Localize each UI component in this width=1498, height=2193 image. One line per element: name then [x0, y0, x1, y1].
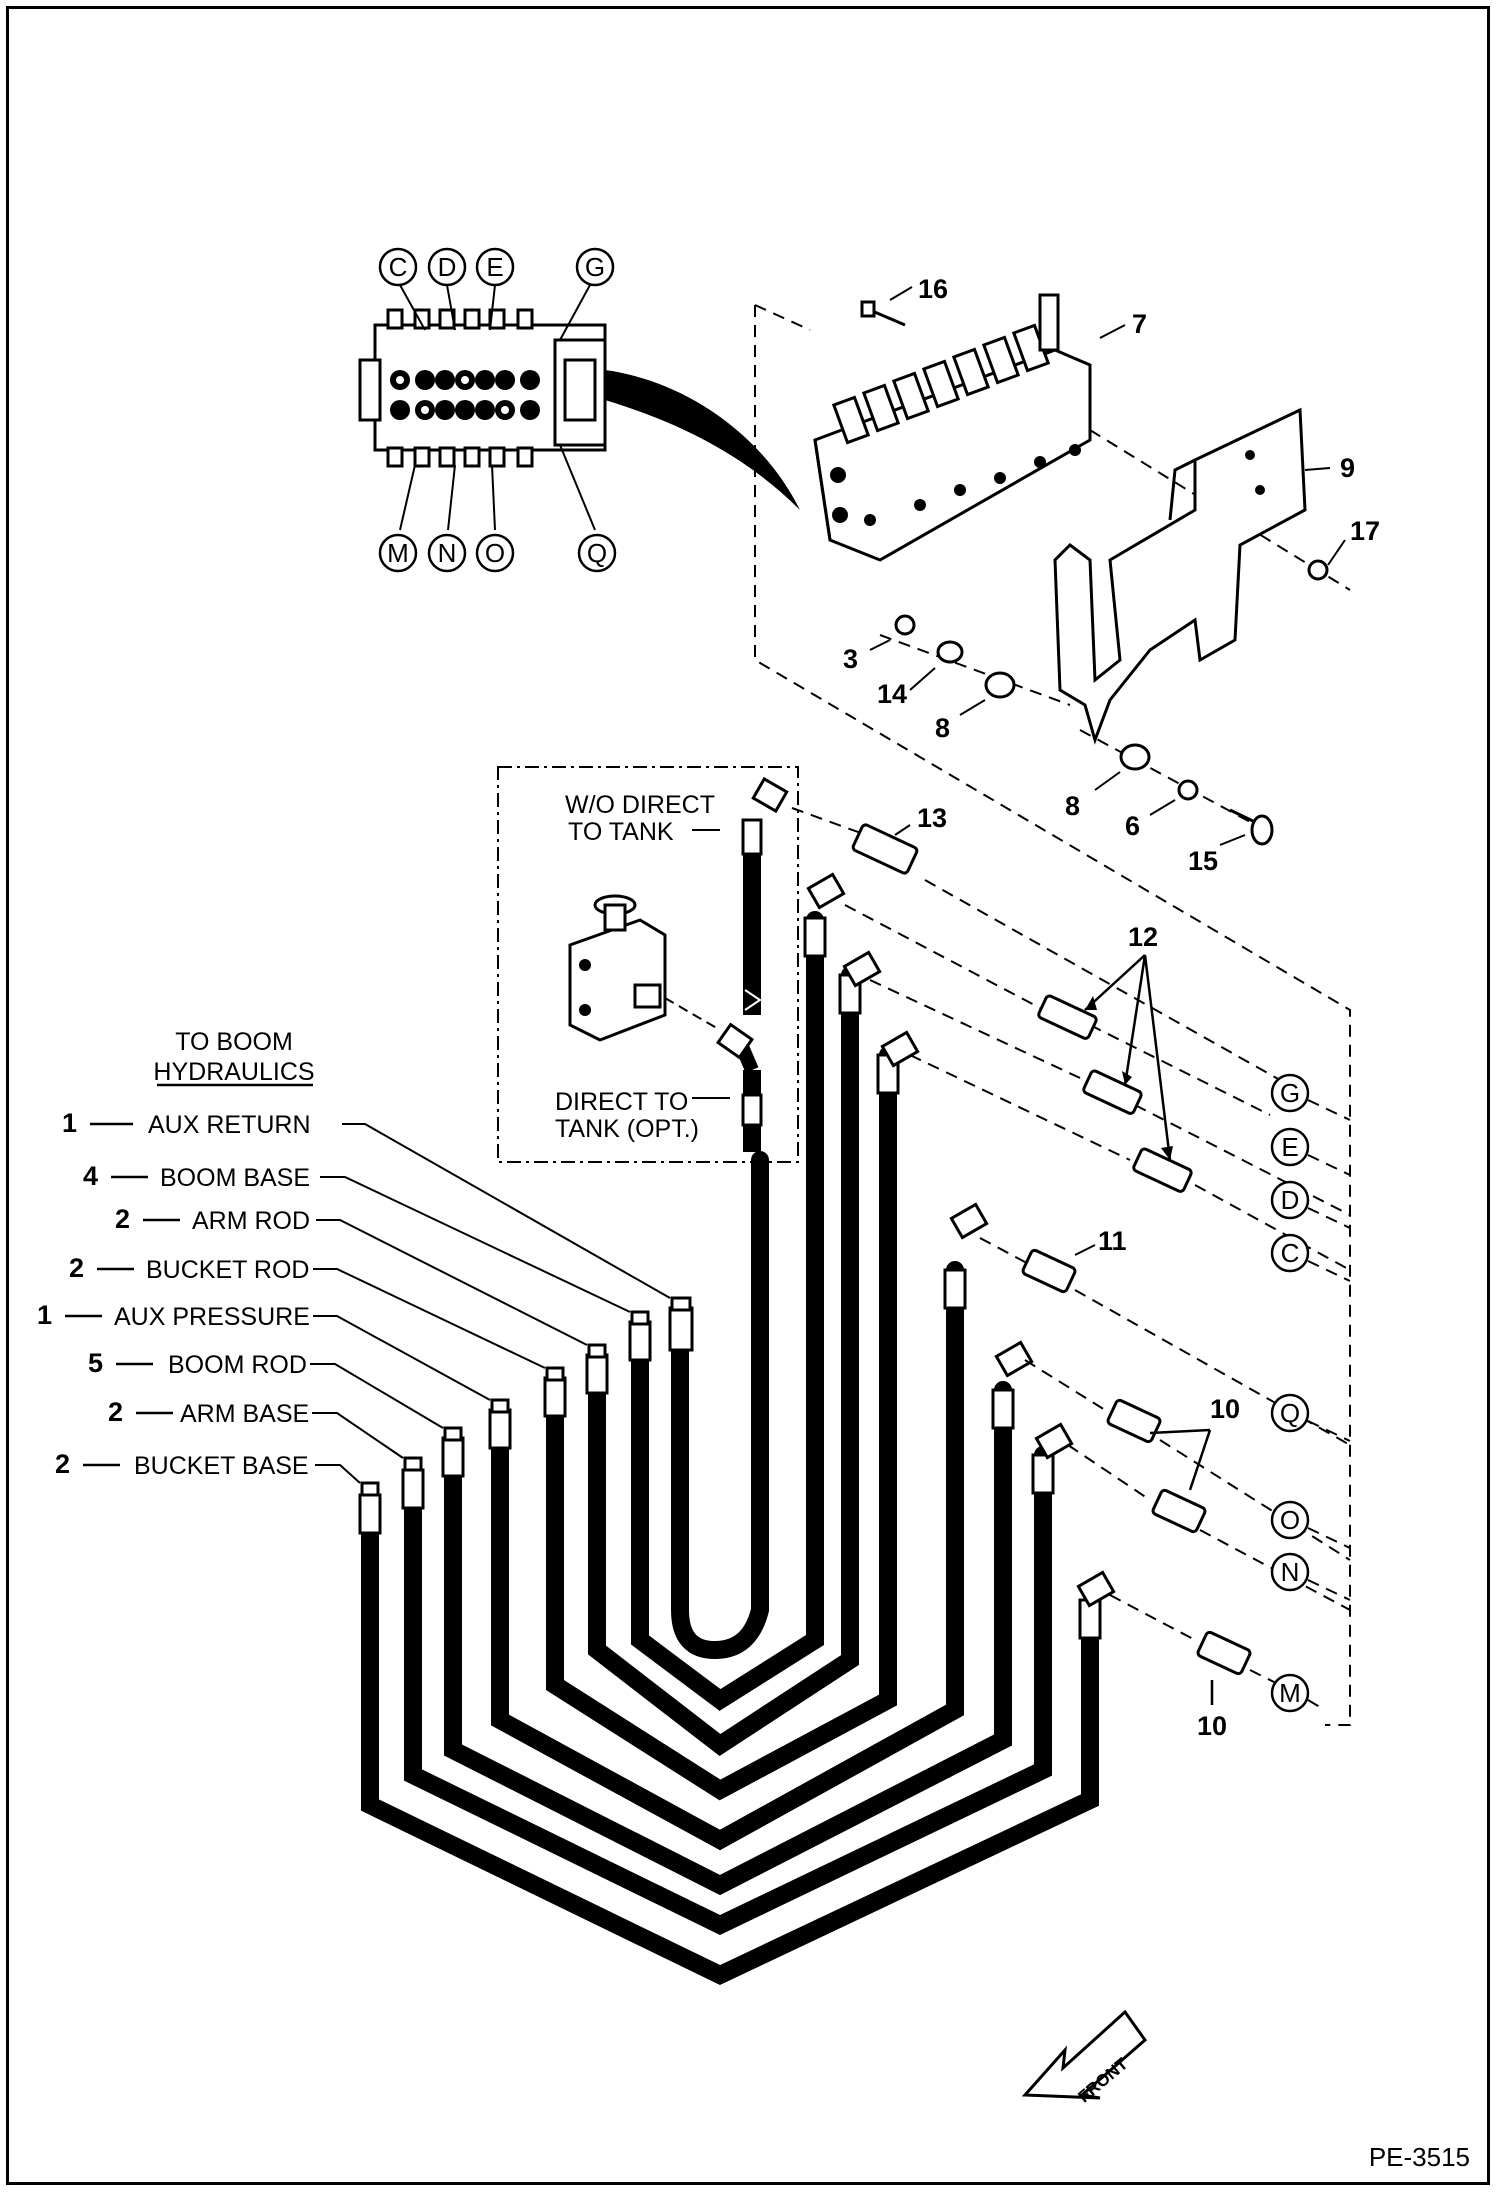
direct-to-tank-inset: W/O DIRECT TO TANK DIRECT TO TANK (OPT.) — [497, 766, 799, 1163]
port-letter-m: M — [1279, 1678, 1301, 1708]
boom-header-line2: HYDRAULICS — [153, 1058, 314, 1086]
valve-port-circles-top: C D E G — [378, 247, 615, 287]
callout-12: 12 — [1128, 922, 1158, 952]
callout-8: 8 — [935, 713, 950, 743]
port-letter-e: E — [1281, 1132, 1298, 1162]
front-direction-arrow: FRONT — [1021, 2009, 1148, 2106]
boom-header-line1: TO BOOM — [175, 1028, 293, 1056]
callout-13: 13 — [917, 803, 947, 833]
port-letter: G — [585, 252, 605, 282]
callout-10: 10 — [1210, 1394, 1240, 1424]
port-circles-right: G E D C Q O N M — [1270, 1073, 1351, 1713]
callout-9: 9 — [1340, 453, 1355, 483]
page-code: PE-3515 — [1368, 2142, 1470, 2172]
hose-bundle — [361, 911, 1099, 1985]
callout-11: 11 — [1098, 1226, 1127, 1256]
hose-label-bucket-rod: BUCKET ROD — [146, 1256, 309, 1284]
hose-qty-bucket-base: 2 — [55, 1449, 70, 1479]
port-letter: N — [438, 538, 457, 568]
hose-label-aux-pressure: AUX PRESSURE — [114, 1303, 310, 1331]
hose-label-arm-base: ARM BASE — [180, 1400, 309, 1428]
valve-reference-view — [358, 284, 800, 531]
valve-callouts: 16 7 9 17 3 14 8 8 6 15 — [843, 274, 1380, 876]
port-letter-q: Q — [1280, 1398, 1300, 1428]
hose-qty-arm-base: 2 — [108, 1397, 123, 1427]
port-letter: Q — [587, 538, 607, 568]
inset-direct-line2: TANK (OPT.) — [555, 1115, 699, 1143]
hose-label-boom-base: BOOM BASE — [160, 1164, 310, 1192]
hose-label-arm-rod: ARM ROD — [192, 1207, 310, 1235]
port-letter: C — [389, 252, 408, 282]
hose-label-boom-rod: BOOM ROD — [168, 1351, 307, 1379]
port-letter: O — [485, 538, 505, 568]
port-letter-n: N — [1281, 1557, 1300, 1587]
control-valve-assembly — [754, 293, 1351, 1726]
hose-qty-arm-rod: 2 — [115, 1204, 130, 1234]
callout-17: 17 — [1350, 516, 1380, 546]
callout-14: 14 — [877, 679, 907, 709]
hose-label-bucket-base: BUCKET BASE — [134, 1452, 309, 1480]
callout-16: 16 — [918, 274, 948, 304]
adapter-callouts: 13 12 11 10 10 — [894, 803, 1240, 1741]
callout-3: 3 — [843, 644, 858, 674]
inset-wo-direct-line2: TO TANK — [568, 818, 674, 846]
valve-side-fittings — [803, 872, 1116, 1640]
port-letter: M — [387, 538, 409, 568]
callout-8b: 8 — [1065, 791, 1080, 821]
port-letter: D — [438, 252, 457, 282]
inset-wo-direct-line1: W/O DIRECT — [565, 791, 715, 819]
port-letter: E — [486, 252, 503, 282]
hose-qty-aux-return: 1 — [62, 1108, 77, 1138]
callout-7: 7 — [1132, 309, 1147, 339]
port-letter-d: D — [1281, 1185, 1300, 1215]
inset-direct-line1: DIRECT TO — [555, 1088, 688, 1116]
callout-6: 6 — [1125, 811, 1140, 841]
port-letter-g: G — [1280, 1078, 1300, 1108]
diagram-border — [6, 6, 1490, 2185]
callout-10b: 10 — [1197, 1711, 1227, 1741]
hose-qty-bucket-rod: 2 — [69, 1253, 84, 1283]
hose-qty-boom-rod: 5 — [88, 1348, 103, 1378]
adapters — [791, 807, 1351, 1696]
port-letter-o: O — [1280, 1505, 1300, 1535]
hose-label-aux-return: AUX RETURN — [148, 1111, 311, 1139]
hose-qty-boom-base: 4 — [83, 1161, 98, 1191]
callout-15: 15 — [1188, 846, 1218, 876]
boom-hydraulics-labels: TO BOOM HYDRAULICS 1 AUX RETURN 4 BOOM B… — [37, 1028, 671, 1484]
hose-qty-aux-pressure: 1 — [37, 1300, 52, 1330]
valve-port-circles-bottom: M N O Q — [378, 533, 617, 573]
port-letter-c: C — [1281, 1238, 1300, 1268]
boom-side-fittings — [358, 1296, 694, 1535]
